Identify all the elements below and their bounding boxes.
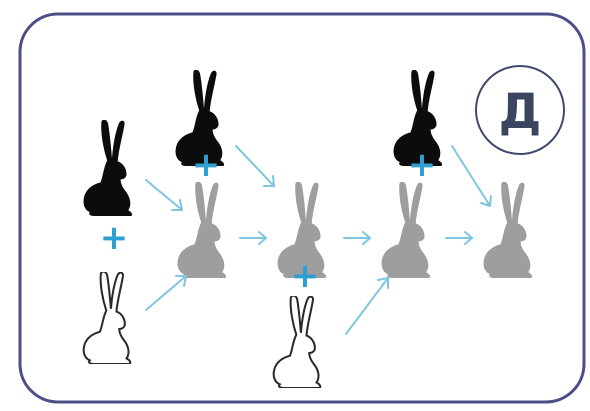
arrow-gray-2-to-gray-3 — [344, 232, 370, 244]
plus-sign-bottom: + — [291, 256, 320, 296]
arrow-black-top-right-to-gray-4 — [452, 146, 491, 206]
arrow-white-left-to-gray-1 — [146, 276, 186, 310]
arrow-white-bottom-to-gray-3 — [346, 278, 388, 334]
gray-rabbit-3 — [382, 182, 431, 278]
white-rabbit-left — [84, 272, 131, 364]
panel-label: Д — [499, 84, 542, 140]
arrow-black-left-to-gray-1 — [146, 180, 182, 210]
white-rabbit-bottom — [274, 296, 321, 388]
arrow-gray-3-to-gray-4 — [446, 232, 472, 244]
black-rabbit-left — [84, 120, 133, 216]
plus-sign-left: + — [100, 218, 129, 258]
arrow-black-top-left-to-gray-2 — [236, 146, 274, 186]
plus-sign-top-left: + — [192, 145, 221, 185]
plus-sign-top-right: + — [408, 145, 437, 185]
arrow-gray-1-to-gray-2 — [240, 232, 266, 244]
gray-rabbit-1 — [178, 182, 227, 278]
